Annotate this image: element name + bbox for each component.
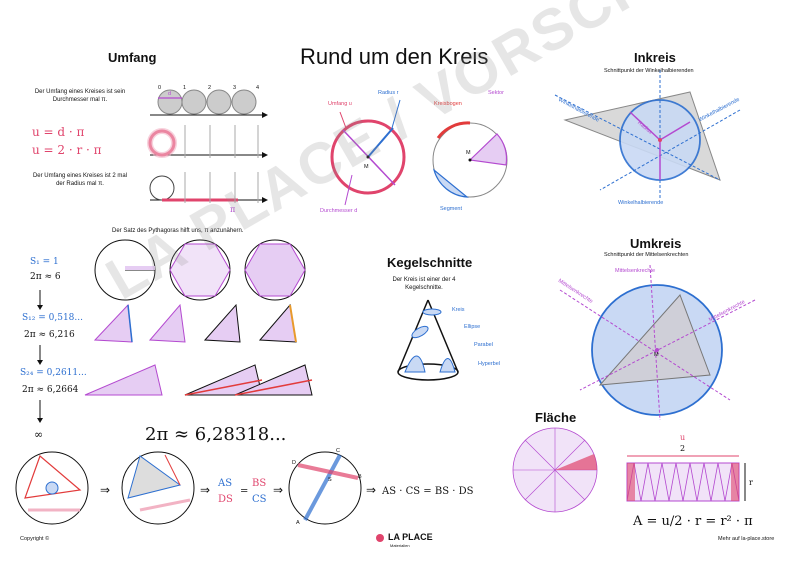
pi-label: π	[230, 205, 236, 214]
inkreis-heading: Inkreis	[634, 50, 676, 65]
unrolled-circumference-diagram	[149, 172, 268, 203]
circle-on-ruler-diagram	[147, 125, 268, 158]
s12-value: S₁₂ = 0,518...	[22, 313, 83, 323]
logo-sub: Materialien	[390, 543, 410, 548]
umkreis-heading: Umkreis	[630, 236, 682, 251]
ratio-equals: =	[240, 486, 249, 497]
diameter-label: d	[168, 91, 172, 97]
umfang-heading: Umfang	[108, 50, 157, 65]
ratio-as: AS	[218, 478, 233, 489]
logo-name: LA PLACE	[388, 532, 433, 542]
kegelschnitte-desc: Der Kreis ist einer der 4 Kegelschnitte.	[392, 277, 456, 291]
circle-parts-diagram	[330, 99, 406, 206]
kegel-item-hyperbel: Hyperbel	[478, 361, 501, 367]
ratio-bs: BS	[252, 478, 267, 489]
copyright-text: Copyright ©	[20, 536, 50, 542]
logo-mark	[376, 534, 384, 542]
scale-tick-0: 0	[158, 85, 162, 91]
center-label: M	[364, 164, 369, 170]
approx-3: 2π ≈ 6,2664	[22, 385, 79, 395]
pythagoras-triangle-row	[93, 303, 297, 343]
more-link[interactable]: Mehr auf la-place.store	[718, 536, 775, 542]
implies-arrow-4: ⇒	[366, 483, 377, 497]
sector-center-label: M	[466, 150, 471, 156]
scale-tick-1: 1	[183, 85, 187, 91]
kegel-item-parabel: Parabel	[474, 342, 493, 348]
scale-tick-4: 4	[256, 85, 260, 91]
infinity-symbol: ∞	[34, 428, 44, 441]
inkreis-subtitle: Schnittpunkt der Winkelhalbierenden	[604, 68, 694, 74]
circle-sector-diagram	[432, 121, 508, 198]
area-formula: A = u/2 · r = r² · π	[633, 514, 753, 529]
point-s: S	[328, 477, 332, 483]
flaeche-circle	[512, 427, 598, 513]
pi-result: 2π ≈ 6,28318...	[145, 424, 287, 445]
bisector-label-bottom: Winkelhalbierende	[618, 200, 664, 206]
u-half-numerator: u	[680, 433, 686, 442]
inkreis-diagram	[554, 70, 741, 200]
page-title: Rund um den Kreis	[300, 44, 489, 69]
pythagoras-intro: Der Satz des Pythagoras hilft uns, π anz…	[112, 228, 244, 234]
circumcenter-label: M	[654, 352, 659, 358]
point-a: A	[296, 520, 300, 526]
implies-arrow-2: ⇒	[200, 483, 211, 497]
kreisbogen-label: Kreisbogen	[434, 101, 462, 107]
scale-tick-3: 3	[233, 85, 237, 91]
chord-product: AS · CS = BS · DS	[382, 486, 474, 497]
implies-arrow-1: ⇒	[100, 483, 111, 497]
kegelschnitte-heading: Kegelschnitte	[387, 255, 473, 270]
scale-tick-2: 2	[208, 85, 212, 91]
flaeche-rectangle	[626, 455, 746, 502]
radius-label: Radius r	[378, 90, 399, 96]
pythagoras-arrows	[37, 290, 43, 423]
point-b: B	[358, 474, 362, 480]
umfang-desc2: Der Umfang eines Kreises ist 2 mal der R…	[32, 173, 128, 187]
ratio-cs: CS	[252, 494, 267, 505]
kegel-item-ellipse: Ellipse	[464, 324, 481, 330]
approx-1: 2π ≈ 6	[30, 272, 61, 282]
implies-arrow-3: ⇒	[273, 483, 284, 497]
sektor-label: Sektor	[488, 90, 504, 96]
pythagoras-polygon-row	[94, 239, 306, 301]
approx-2: 2π ≈ 6,216	[24, 330, 75, 340]
segment-label: Segment	[440, 206, 463, 212]
umkreis-subtitle: Schnittpunkt der Mittelsenkrechten	[604, 252, 689, 258]
ratio-ds: DS	[218, 494, 233, 505]
umfang-formula1: u = d · π	[32, 125, 85, 139]
umfang-formula2: u = 2 · r · π	[32, 143, 102, 157]
umkreis-diagram	[559, 264, 756, 421]
u-half-denominator: 2	[680, 444, 686, 453]
umfang-desc1: Der Umfang eines Kreises ist sein Durchm…	[34, 89, 126, 103]
perp-label-top: Mittelsenkrechte	[615, 268, 656, 274]
rolling-circles-diagram	[150, 89, 268, 118]
umfang-label: Umfang u	[328, 101, 352, 107]
durchmesser-label: Durchmesser d	[320, 208, 358, 214]
flaeche-heading: Fläche	[535, 410, 577, 425]
rect-r-label: r	[749, 478, 753, 487]
pythagoras-long-triangles	[84, 364, 313, 396]
s24-value: S₂₄ = 0,2611...	[20, 368, 87, 378]
s1-value: S₁ = 1	[30, 257, 59, 267]
chord-diagrams	[15, 451, 362, 525]
kegel-item-kreis: Kreis	[452, 307, 465, 313]
cone-diagram	[397, 299, 459, 381]
point-c: C	[336, 448, 340, 454]
point-d: D	[292, 460, 296, 466]
